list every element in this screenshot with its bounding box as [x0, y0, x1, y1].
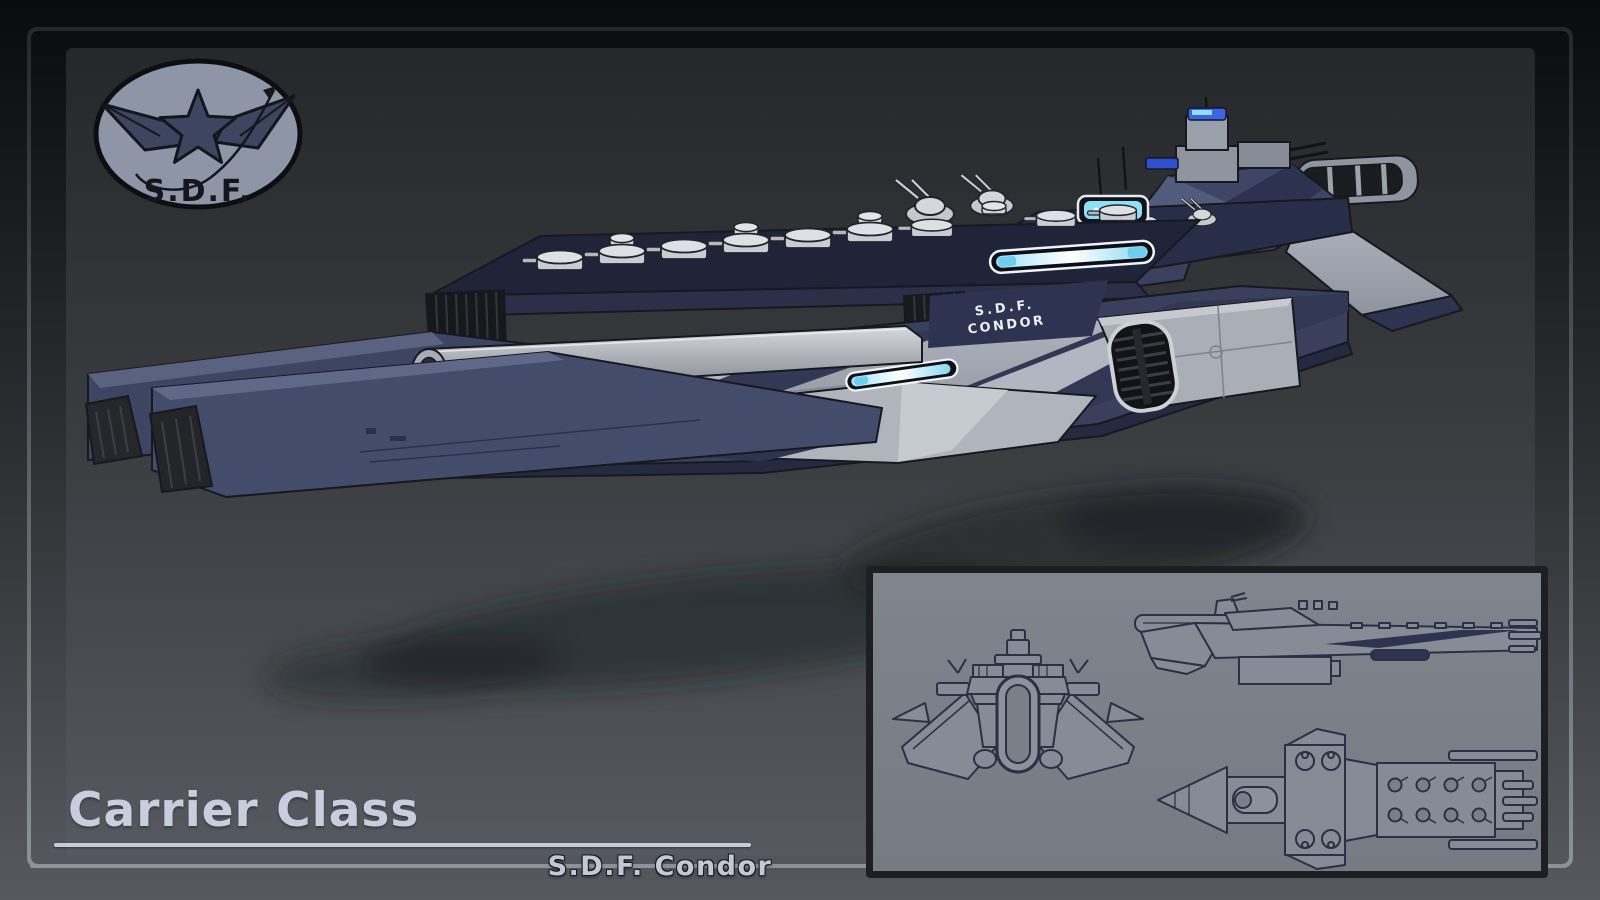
ortho-top-view: [1157, 728, 1538, 870]
logo-text: S.D.F.: [144, 174, 253, 209]
ortho-views-svg: [892, 592, 1541, 870]
title-underline: [54, 843, 751, 847]
logo-star-icon: [158, 88, 238, 164]
ship-name: S.D.F. Condor: [547, 851, 773, 882]
sdf-logo: S.D.F.: [93, 58, 303, 210]
logo-swoosh-icon: [134, 86, 276, 191]
ortho-front-view: [892, 629, 1144, 780]
ortho-side-view: [1134, 592, 1541, 685]
class-title: Carrier Class: [68, 783, 420, 838]
ortho-inset-panel: [866, 566, 1548, 878]
bottom-frame-highlight: [30, 864, 558, 868]
